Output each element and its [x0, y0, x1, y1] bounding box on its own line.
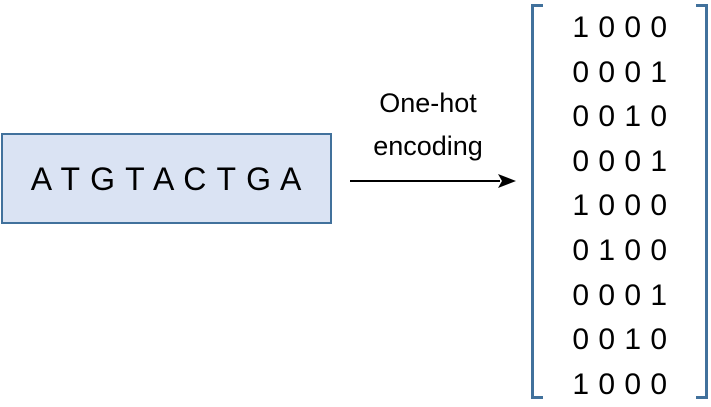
matrix-row: 1 0 0 0	[572, 367, 668, 401]
matrix-row: 0 0 1 0	[572, 323, 668, 357]
matrix-row: 1 0 0 0	[572, 189, 668, 223]
matrix-right-bracket	[696, 4, 708, 399]
arrow-label-line-1: One-hot	[379, 88, 477, 118]
matrix-row: 0 1 0 0	[572, 233, 668, 267]
matrix-row: 0 0 0 1	[572, 278, 668, 312]
one-hot-matrix: 1 0 0 0 0 0 0 1 0 0 1 0 0 0 0 1 1 0 0 0 …	[545, 6, 695, 407]
matrix-row: 0 0 1 0	[572, 100, 668, 134]
dna-sequence: A T G T A C T G A	[30, 160, 303, 197]
matrix-row: 0 0 0 1	[572, 144, 668, 178]
matrix-row: 1 0 0 0	[572, 11, 668, 44]
right-arrow-icon	[350, 174, 516, 188]
matrix-left-bracket	[531, 4, 543, 399]
sequence-box: A T G T A C T G A	[1, 133, 332, 224]
arrow-label-line-2: encoding	[373, 131, 483, 161]
matrix-row: 0 0 0 1	[572, 55, 668, 89]
arrow-label: One-hot encoding	[342, 82, 514, 168]
